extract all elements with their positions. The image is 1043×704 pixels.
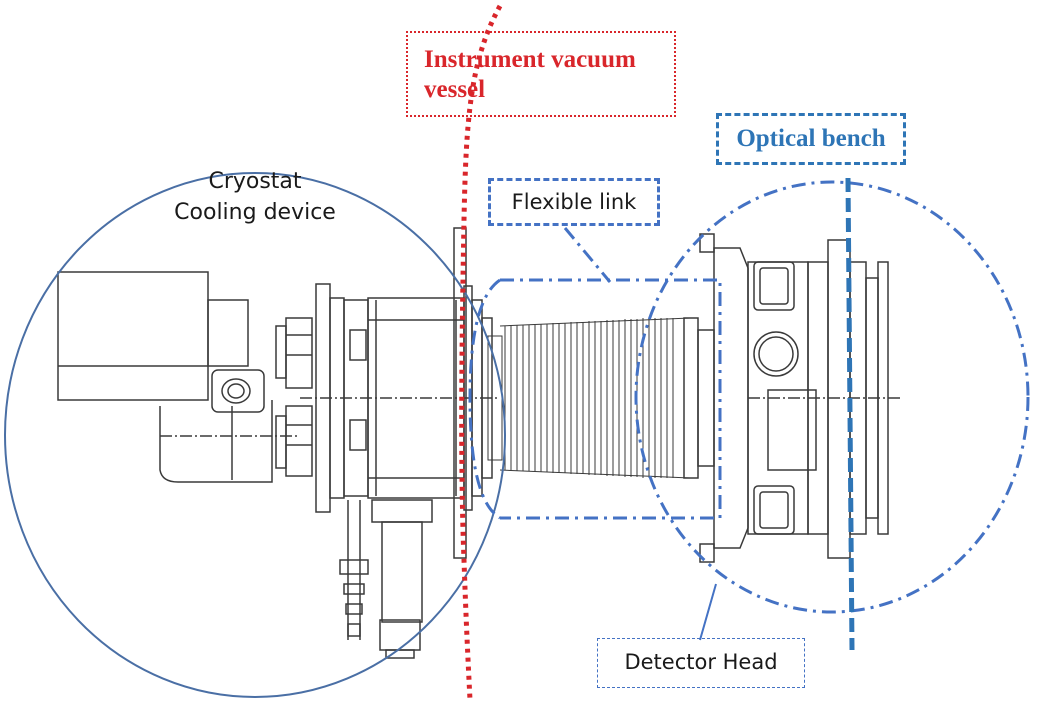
cryostat-label-line1: Cryostat xyxy=(208,169,302,194)
detector-head-label: Detector Head xyxy=(597,638,805,688)
optical-bench-line xyxy=(845,177,855,651)
cryostat-label-line2: Cooling device xyxy=(174,200,336,225)
vessel-label-line1: Instrument vacuum xyxy=(424,46,636,73)
vessel-label: Instrument vacuum vessel xyxy=(406,31,676,117)
outline-shapes xyxy=(4,172,1030,698)
flexible-link-label: Flexible link xyxy=(488,178,660,226)
cad-drawing xyxy=(57,227,900,659)
vessel-label-line2: vessel xyxy=(424,76,486,103)
bellows xyxy=(487,317,691,479)
cryostat-label: Cryostat Cooling device xyxy=(150,166,360,228)
detector-head-outline xyxy=(634,180,1030,614)
optical-bench-label: Optical bench xyxy=(716,113,906,165)
detector-head-pointer xyxy=(699,583,717,641)
flexible-link-pointer xyxy=(563,227,612,283)
cryostat-outline xyxy=(4,172,506,698)
